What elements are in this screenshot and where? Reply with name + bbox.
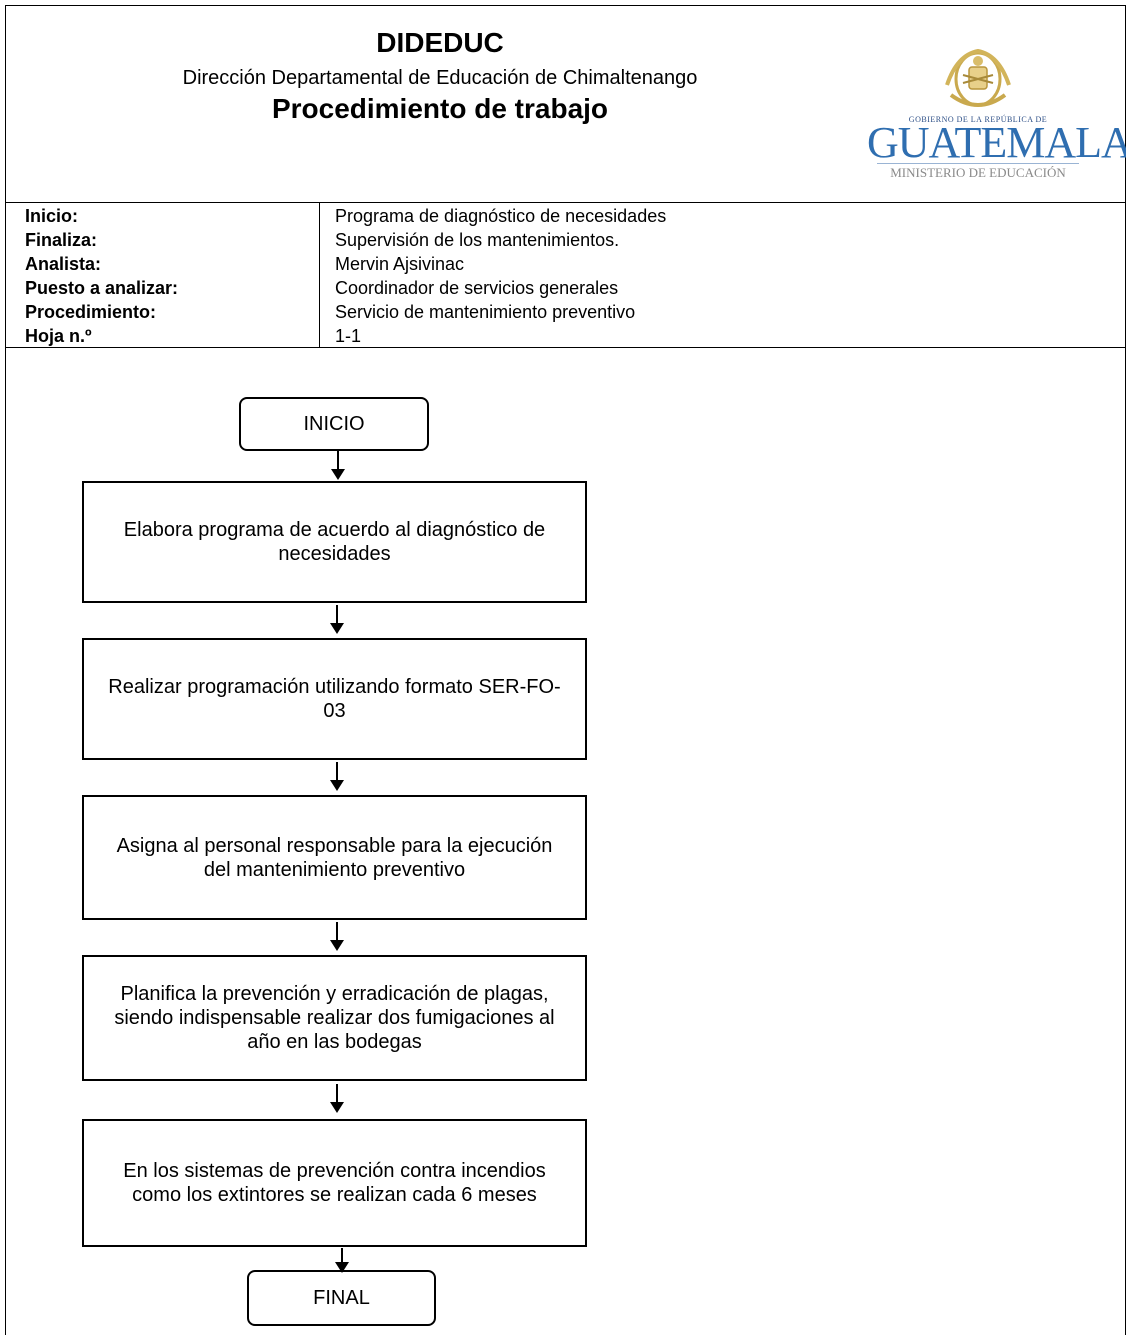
arrow-down-icon [330, 605, 344, 634]
coat-of-arms-icon [945, 48, 1011, 107]
end-terminal: FINAL [247, 1270, 436, 1326]
info-row-hoja: Hoja n.º 1-1 [5, 324, 1126, 348]
arrow-down-icon [330, 922, 344, 951]
info-row-finaliza: Finaliza: Supervisión de los mantenimien… [5, 228, 1126, 252]
info-table: Inicio: Programa de diagnóstico de neces… [5, 203, 1126, 348]
info-label: Inicio: [25, 206, 78, 226]
info-value: Mervin Ajsivinac [335, 254, 465, 274]
info-value: Coordinador de servicios generales [335, 278, 619, 298]
org-title: DIDEDUC [376, 27, 504, 58]
info-value: Servicio de mantenimiento preventivo [335, 302, 636, 322]
info-row-procedimiento: Procedimiento: Servicio de mantenimiento… [5, 300, 1126, 324]
process-step-5: En los sistemas de prevención contra inc… [82, 1119, 587, 1247]
logo-divider [877, 163, 1079, 164]
department-name: Dirección Departamental de Educación de … [182, 67, 698, 89]
info-row-analista: Analista: Mervin Ajsivinac [5, 252, 1126, 276]
document-title: Procedimiento de trabajo [271, 93, 609, 124]
info-value: 1-1 [335, 326, 362, 346]
process-step-4: Planifica la prevención y erradicación d… [82, 955, 587, 1081]
arrow-down-icon [331, 451, 345, 480]
info-label: Procedimiento: [25, 302, 157, 322]
arrow-down-icon [330, 1084, 344, 1113]
document-header: DIDEDUC Dirección Departamental de Educa… [5, 5, 1126, 203]
start-terminal: INICIO [239, 397, 429, 451]
arrow-down-icon [330, 762, 344, 791]
info-value: Programa de diagnóstico de necesidades [335, 206, 667, 226]
info-row-puesto: Puesto a analizar: Coordinador de servic… [5, 276, 1126, 300]
info-column-divider [319, 203, 320, 348]
info-row-inicio: Inicio: Programa de diagnóstico de neces… [5, 204, 1126, 228]
process-step-3: Asigna al personal responsable para la e… [82, 795, 587, 920]
logo-country-name: GUATEMALA [867, 118, 1126, 167]
logo-small-text: GOBIERNO DE LA REPÚBLICA DE [908, 115, 1048, 124]
info-label: Finaliza: [25, 230, 98, 250]
guatemala-logo: GOBIERNO DE LA REPÚBLICA DE GUATEMALA MI… [867, 45, 1126, 185]
logo-ministry: MINISTERIO DE EDUCACIÓN [890, 165, 1066, 180]
info-value: Supervisión de los mantenimientos. [335, 230, 620, 250]
process-step-2: Realizar programación utilizando formato… [82, 638, 587, 760]
info-label: Puesto a analizar: [25, 278, 179, 298]
info-label: Hoja n.º [25, 326, 92, 346]
arrow-down-icon [335, 1248, 349, 1273]
process-step-1: Elabora programa de acuerdo al diagnósti… [82, 481, 587, 603]
info-label: Analista: [25, 254, 102, 274]
